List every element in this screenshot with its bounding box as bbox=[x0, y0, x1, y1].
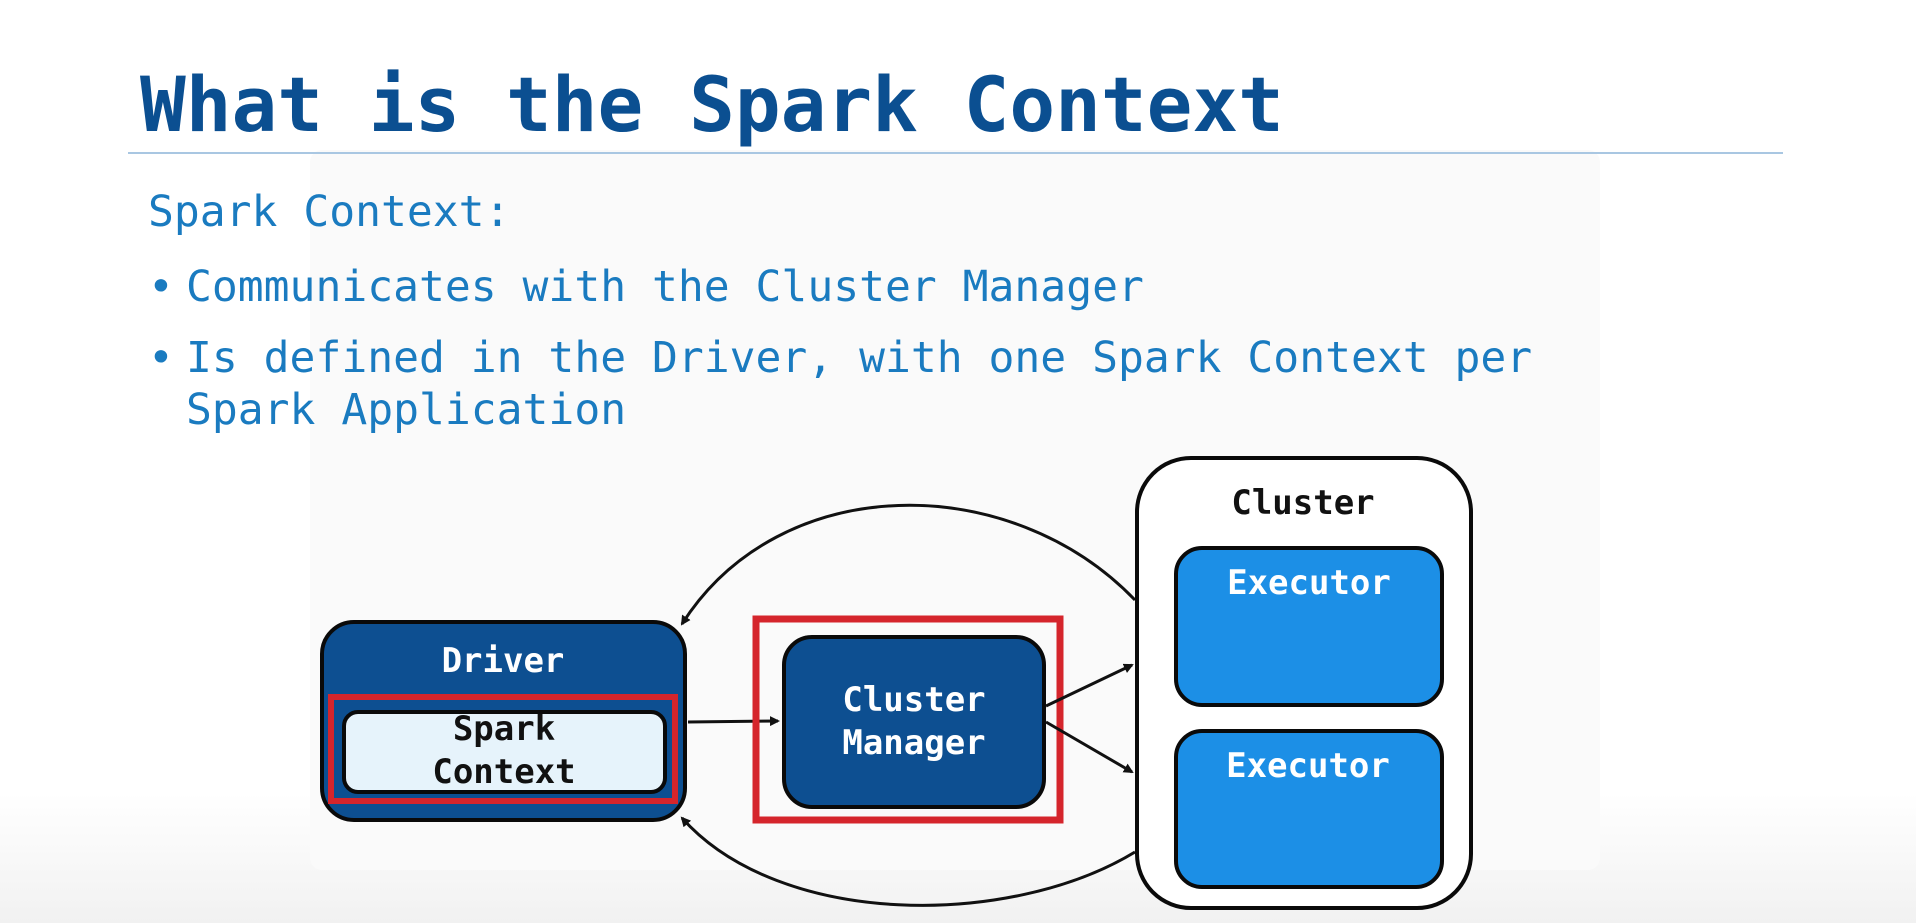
driver-to-cluster-manager-arrow bbox=[687, 716, 780, 727]
title-divider bbox=[128, 152, 1783, 154]
slide-title: What is the Spark Context bbox=[140, 60, 1284, 149]
cluster-manager-label-line-2: Manager bbox=[842, 723, 985, 763]
executor-box bbox=[1174, 546, 1444, 707]
cluster-to-driver-bottom-arrow bbox=[680, 816, 1136, 907]
cluster-manager-to-cluster-arrow-lower bbox=[1045, 720, 1134, 774]
bullet-text-line-2: Spark Application bbox=[186, 385, 627, 435]
cluster-manager-to-cluster-arrow-upper bbox=[1045, 663, 1134, 708]
cluster-manager-label-line-1: Cluster bbox=[842, 680, 985, 720]
spark-context-box bbox=[342, 710, 667, 794]
section-heading: Spark Context: bbox=[148, 187, 511, 237]
cluster-manager-highlight bbox=[752, 615, 1064, 824]
bullet-text-line-1: Is defined in the Driver, with one Spark… bbox=[186, 333, 1533, 383]
bullet-text: Communicates with the Cluster Manager bbox=[186, 262, 1144, 312]
spark-context-highlight bbox=[328, 694, 678, 804]
bullet-dot: • bbox=[148, 262, 174, 312]
cluster-label: Cluster bbox=[1231, 483, 1374, 523]
executor-label: Executor bbox=[1226, 746, 1390, 786]
spark-context-label-line-1: Spark bbox=[453, 709, 555, 749]
driver-label: Driver bbox=[442, 641, 565, 681]
cluster-manager-box bbox=[782, 635, 1046, 809]
bullet-dot: • bbox=[148, 333, 174, 383]
executor-label: Executor bbox=[1227, 563, 1391, 603]
cluster-to-driver-top-arrow bbox=[680, 503, 1137, 626]
spark-context-label-line-2: Context bbox=[432, 752, 575, 792]
executor-box bbox=[1174, 729, 1444, 889]
